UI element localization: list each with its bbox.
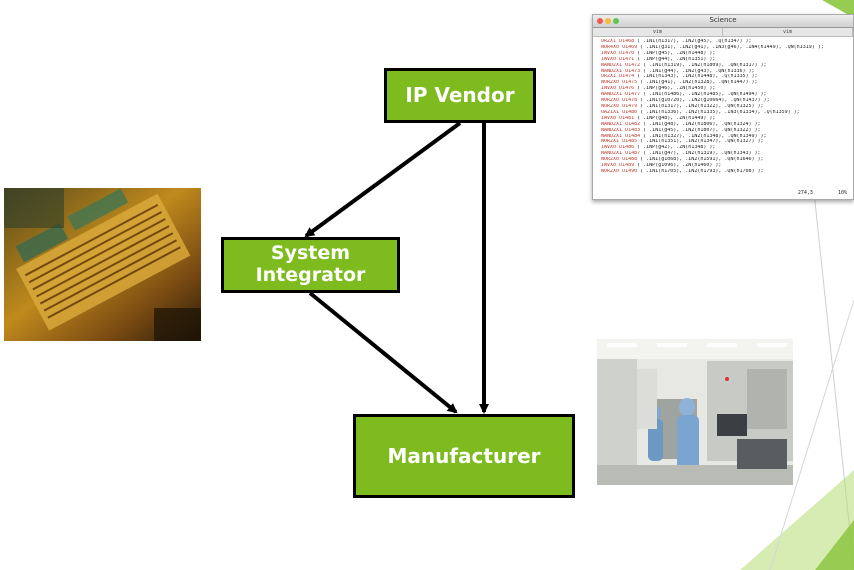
terminal-statusline: 274,3 10% [593, 190, 847, 196]
code-line-cell: NAND2X1 U1482 [601, 121, 641, 127]
code-line-cell: OR2X1 U1474 [601, 74, 635, 80]
terminal-tabs: vim vim [593, 28, 853, 37]
code-line: NOR2X0 U1488 ( .IN1(g1068), .IN2(n1591),… [601, 157, 849, 163]
code-line-cell: INVX0 U1489 [601, 163, 635, 169]
code-line-args: ( .INP(g46), .ZN(n1450) ); [634, 86, 716, 92]
code-line: INVX0 U1481 ( .INP(g48), .ZN(n1449) ); [601, 116, 849, 122]
netlist-code: OR2X1 U1468 ( .IN1(n1317), .IN2(g45), .Q… [593, 37, 853, 189]
terminal-titlebar: Science [593, 15, 853, 28]
code-line: NOR2X0 U1479 ( .IN1(n1317), .IN2(n1322),… [601, 104, 849, 110]
terminal-tab[interactable]: vim [593, 28, 723, 36]
code-line-cell: NOR2X0 U1490 [601, 168, 638, 174]
node-manufacturer: Manufacturer [353, 414, 575, 498]
code-line: NAND2X1 U1487 ( .IN1(g47), .IN2(n1319), … [601, 151, 849, 157]
code-line-cell: NOR2X0 U1488 [601, 157, 638, 163]
code-line-cell: INVX0 U1471 [601, 56, 635, 62]
code-line-args: ( .INP(g42), .ZN(n1348) ); [634, 145, 716, 151]
node-ip-vendor-label: IP Vendor [405, 83, 515, 107]
code-line: NAND2X1 U1482 ( .IN1(g48), .IN2(n1806), … [601, 122, 849, 128]
netlist-terminal-window: Science vim vim OR2X1 U1468 ( .IN1(n1317… [592, 14, 854, 200]
code-line-args: ( .IN1(g47), .IN2(n1319), .QN(n1343) ); [640, 151, 761, 157]
code-line-cell: NOR2X0 U1479 [601, 103, 638, 109]
code-line-args: ( .INP(g1096), .ZN(n1460) ); [634, 163, 722, 169]
code-line-cell: NOR2X0 U1478 [601, 98, 638, 104]
code-line-args: ( .INP(g44), .ZN(n1351) ); [634, 56, 716, 62]
code-line: INVX0 U1486 ( .INP(g42), .ZN(n1348) ); [601, 145, 849, 151]
code-line-cell: NAND2X1 U1477 [601, 92, 641, 98]
node-system-integrator-label-line1: System [270, 242, 351, 265]
code-line-args: ( .IN1(n1351), .IN2(n1347), .QN(n1327) )… [637, 139, 764, 145]
code-line-cell: OR2X1 U1468 [601, 39, 635, 44]
code-line-cell: NAND2X1 U1484 [601, 133, 641, 139]
minimize-icon[interactable] [605, 18, 611, 24]
code-line-cell: NOR2X1 U1485 [601, 139, 638, 145]
code-line: INVX0 U1470 ( .INP(g45), .ZN(n1448) ); [601, 51, 849, 57]
code-line-cell: INVX0 U1470 [601, 50, 635, 56]
code-line-args: ( .IN1(n1336), .IN2(n1335), .IN3(n1334),… [637, 109, 800, 115]
code-line-args: ( .IN1(g1068), .IN2(n1591), .QN(n1646) )… [637, 157, 764, 163]
code-line-cell: INVX0 U1481 [601, 115, 635, 121]
code-line-cell: NAND2X1 U1487 [601, 151, 641, 157]
code-line: NOR4X0 U1469 ( .IN1(g31), .IN2(g41), .IN… [601, 45, 849, 51]
code-line-cell: INVX0 U1486 [601, 145, 635, 151]
code-line: INVX0 U1476 ( .INP(g46), .ZN(n1450) ); [601, 86, 849, 92]
code-line: NAND2X1 U1484 ( .IN1(n1327), .IN2(n1348)… [601, 134, 849, 140]
code-line: NAND2X1 U1483 ( .IN1(g45), .IN2(n1807), … [601, 128, 849, 134]
code-line-cell: NOR4X0 U1469 [601, 44, 638, 50]
code-line-args: ( .IN1(n1486), .IN2(n1485), .QN(n1494) )… [640, 92, 767, 98]
scroll-percent: 10% [837, 190, 847, 196]
code-line-args: ( .INP(g48), .ZN(n1449) ); [634, 115, 716, 121]
code-line-args: ( .IN1(n1343), .IN2(n1448), .Q(n1335) ); [634, 74, 758, 80]
code-line: NOR2X0 U1478 ( .IN1(g10720), .IN2(g10664… [601, 98, 849, 104]
code-line-args: ( .IN1(n1705), .IN2(n1793), .QN(n1708) )… [637, 168, 764, 174]
code-line-args: ( .INP(g45), .ZN(n1448) ); [634, 50, 716, 56]
cleanroom-fab-image [597, 339, 793, 485]
node-system-integrator-label-line2: Integrator [255, 264, 366, 286]
code-line-args: ( .IN1(g45), .IN2(n1807), .QN(n1322) ); [640, 127, 761, 133]
node-system-integrator: System Integrator [221, 237, 400, 293]
chip-die-image [4, 188, 201, 341]
code-line: NAND2X1 U1472 ( .IN1(n1319), .IN2(n1809)… [601, 63, 849, 69]
close-icon[interactable] [597, 18, 603, 24]
code-line-cell: NAND2X1 U1473 [601, 68, 641, 74]
code-line-args: ( .IN1(g41), .IN2(n1328), .QN(n1447) ); [637, 80, 758, 86]
arrow-integrator-to-manufacturer [308, 291, 458, 414]
maximize-icon[interactable] [613, 18, 619, 24]
code-line-cell: INVX0 U1476 [601, 86, 635, 92]
arrow-ip-to-integrator [304, 121, 462, 238]
code-line: NOR2X0 U1490 ( .IN1(n1705), .IN2(n1793),… [601, 169, 849, 175]
code-line-args: ( .IN1(n1317), .IN2(n1322), .QN(n1325) )… [637, 103, 764, 109]
code-line-cell: NAND2X1 U1472 [601, 62, 641, 68]
code-line: INVX0 U1471 ( .INP(g44), .ZN(n1351) ); [601, 57, 849, 63]
node-manufacturer-label: Manufacturer [387, 443, 541, 468]
code-line-cell: NAND2X1 U1483 [601, 127, 641, 133]
code-line-cell: OA21X1 U1480 [601, 109, 638, 115]
code-line-args: ( .IN1(n1317), .IN2(g45), .Q(n1347) ); [634, 39, 752, 44]
terminal-tab[interactable]: vim [723, 28, 853, 36]
terminal-title: Science [709, 16, 737, 24]
code-line: NAND2X1 U1473 ( .IN1(g44), .IN2(g43), .Q… [601, 69, 849, 75]
code-line: NAND2X1 U1477 ( .IN1(n1486), .IN2(n1485)… [601, 92, 849, 98]
code-line-args: ( .IN1(g31), .IN2(g41), .IN3(g46), .IN4(… [637, 44, 824, 50]
code-line: OA21X1 U1480 ( .IN1(n1336), .IN2(n1335),… [601, 110, 849, 116]
code-line-args: ( .IN1(g10720), .IN2(g10664), .QN(n1437)… [637, 98, 770, 104]
code-line: NOR2X0 U1475 ( .IN1(g41), .IN2(n1328), .… [601, 80, 849, 86]
code-line: INVX0 U1489 ( .INP(g1096), .ZN(n1460) ); [601, 163, 849, 169]
code-line-cell: NOR2X0 U1475 [601, 80, 638, 86]
code-line-args: ( .IN1(g44), .IN2(g43), .QN(n1336) ); [640, 68, 755, 74]
code-line-args: ( .IN1(n1327), .IN2(n1348), .QN(n1349) )… [640, 133, 767, 139]
code-line: OR2X1 U1474 ( .IN1(n1343), .IN2(n1448), … [601, 74, 849, 80]
code-line-args: ( .IN1(g48), .IN2(n1806), .QN(n1324) ); [640, 121, 761, 127]
code-line: OR2X1 U1468 ( .IN1(n1317), .IN2(g45), .Q… [601, 39, 849, 45]
code-line-args: ( .IN1(n1319), .IN2(n1809), .QN(n1317) )… [640, 62, 767, 68]
node-ip-vendor: IP Vendor [384, 68, 536, 123]
cursor-position: 274,3 [797, 190, 813, 196]
code-line: NOR2X1 U1485 ( .IN1(n1351), .IN2(n1347),… [601, 139, 849, 145]
